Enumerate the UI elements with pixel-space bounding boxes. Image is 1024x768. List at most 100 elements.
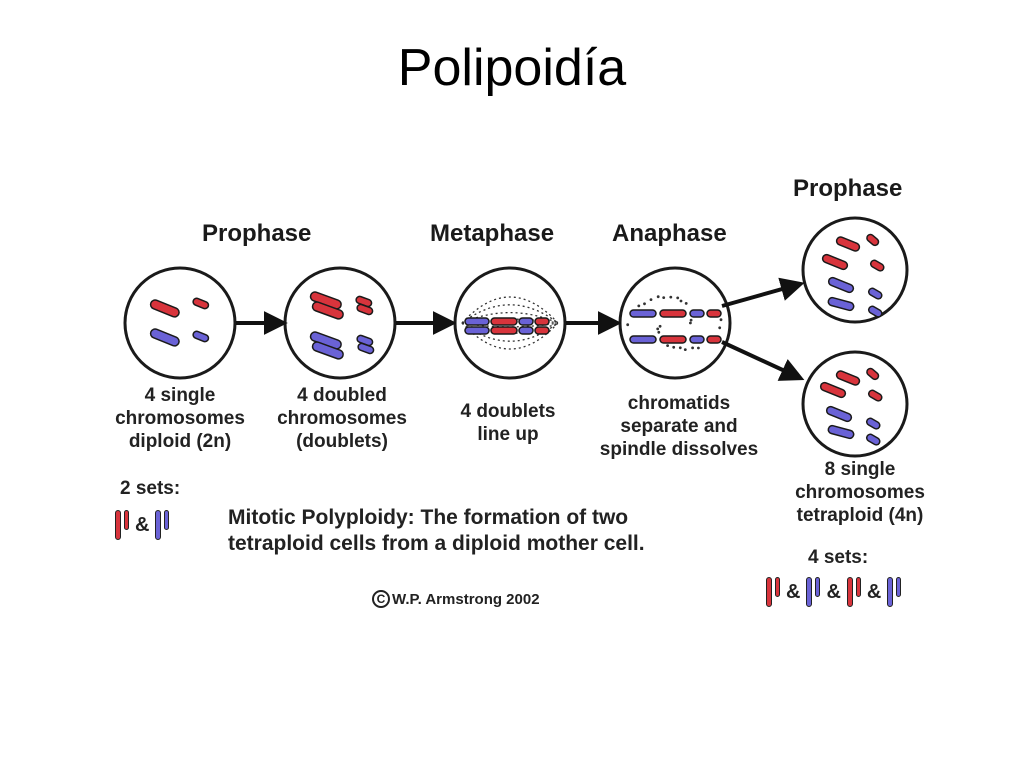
chromosome-blue — [464, 326, 490, 335]
spindle-fiber — [461, 296, 559, 324]
chromosome-blue — [689, 309, 705, 318]
chromosome-blue — [867, 305, 883, 318]
chromosome-pair-red-icon — [766, 577, 780, 607]
chromosome-red — [866, 367, 880, 381]
spindle-fragment — [656, 327, 660, 331]
cell-doubled-prophase — [283, 266, 397, 380]
spindle-fragment — [697, 346, 700, 350]
spindle-fragment — [626, 323, 630, 327]
spindle-fragment — [678, 346, 682, 350]
cell-anaphase — [618, 266, 732, 380]
chromosome-red — [866, 233, 880, 247]
arrow-down — [721, 340, 805, 381]
chromosome-red — [192, 297, 210, 310]
chromosome-blue — [518, 326, 534, 335]
cell-diploid-prophase — [123, 266, 237, 380]
chromosome-blue — [357, 342, 375, 355]
dissolving-spindle — [626, 295, 723, 351]
chromosome-blue — [827, 276, 855, 294]
chromosome-blue — [311, 341, 344, 360]
chromosome-blue — [865, 417, 881, 430]
chromosome-pair-blue-icon — [806, 577, 821, 607]
chromosome-red — [490, 317, 518, 326]
chromosome-red — [819, 381, 847, 399]
chromosome-red — [835, 370, 861, 386]
chromosome-blue — [192, 330, 210, 343]
spindle-fragment — [643, 302, 646, 306]
chromosome-blue — [518, 317, 534, 326]
chromosome-red — [149, 299, 180, 318]
spindle-fragment — [662, 296, 666, 299]
cell-tetraploid-top — [801, 216, 909, 324]
stage-label-anaphase: Anaphase — [612, 220, 727, 247]
chromosome-blue — [629, 335, 657, 344]
chromosome-blue — [464, 317, 490, 326]
spindle-fragment — [679, 299, 683, 303]
spindle-fragment — [691, 346, 694, 350]
spindle-fragment — [657, 330, 661, 334]
chromosome-blue — [827, 296, 855, 312]
diagram-caption: Mitotic Polyploidy: The formation of two… — [228, 506, 645, 555]
chromosome-blue — [825, 405, 853, 423]
description-cell-4: chromatids separate and spindle dissolve… — [599, 393, 759, 460]
spindle-fragment — [672, 345, 676, 349]
spindle-fragment — [684, 302, 688, 305]
chromosome-pair-red-icon — [846, 577, 861, 607]
spindle-fragment — [719, 318, 723, 322]
ampersand: & — [786, 580, 801, 603]
chromosome-red — [867, 389, 883, 402]
description-cell-3: 4 doublets line up — [460, 401, 556, 445]
chromosome-red — [706, 309, 722, 318]
chromosome-red — [311, 301, 344, 320]
spindle-fragment — [658, 324, 662, 328]
ampersand: & — [826, 580, 841, 603]
chromosome-red — [659, 309, 687, 318]
chromosome-pair-blue-icon — [155, 510, 170, 540]
chromosome-blue — [689, 335, 705, 344]
chromosome-red — [835, 236, 861, 252]
stage-label-metaphase: Metaphase — [430, 220, 555, 247]
chromosome-blue — [629, 309, 657, 318]
spindle-fragment — [689, 321, 692, 325]
description-cell-2: 4 doubled chromosomes (doublets) — [277, 385, 407, 452]
spindle-fragment — [666, 344, 669, 347]
chromosome-red — [869, 259, 885, 272]
spindle-fragment — [669, 295, 673, 299]
stage-label-prophase-2: Prophase — [793, 175, 903, 202]
spindle-fragment — [718, 326, 722, 330]
ampersand: & — [135, 513, 150, 536]
copyright-credit: C W.P. Armstrong 2002 — [372, 590, 540, 608]
description-cell-5: 8 single chromosomes tetraploid (4n) — [795, 459, 925, 526]
chromosome-pair-blue-icon — [887, 577, 902, 607]
chromosome-blue — [865, 433, 881, 446]
chromosome-red — [821, 253, 849, 271]
chromosome-blue — [867, 287, 883, 300]
chromosome-red — [534, 317, 550, 326]
description-cell-1: 4 single chromosomes diploid (2n) — [115, 385, 245, 452]
spindle-fragment — [683, 348, 687, 351]
chromosome-red — [534, 326, 550, 335]
arrow-up — [721, 277, 805, 308]
spindle-fragment — [649, 298, 653, 301]
chromosome-blue — [149, 328, 180, 347]
stage-label-prophase-1: Prophase — [202, 220, 312, 247]
chromosome-red — [659, 335, 687, 344]
spindle-fragment — [689, 318, 693, 322]
chromosome-red — [356, 303, 374, 316]
chromosome-pair-red-icon — [115, 510, 129, 540]
spindle-fragment — [656, 295, 660, 299]
sets-right-legend: & & & — [766, 577, 902, 607]
copyright-icon: C — [372, 590, 390, 608]
spindle-fragment — [637, 304, 641, 308]
sets-right-label: 4 sets: — [808, 547, 869, 568]
spindle-fragment — [676, 296, 680, 300]
slide-title: Polipoidía — [397, 39, 627, 97]
spindle-fiber — [461, 322, 559, 350]
sets-left-label: 2 sets: — [120, 478, 181, 499]
chromosome-blue — [827, 424, 855, 440]
chromosome-red — [706, 335, 722, 344]
chromosome-red — [490, 326, 518, 335]
ampersand: & — [866, 580, 882, 603]
cell-metaphase — [453, 266, 567, 380]
